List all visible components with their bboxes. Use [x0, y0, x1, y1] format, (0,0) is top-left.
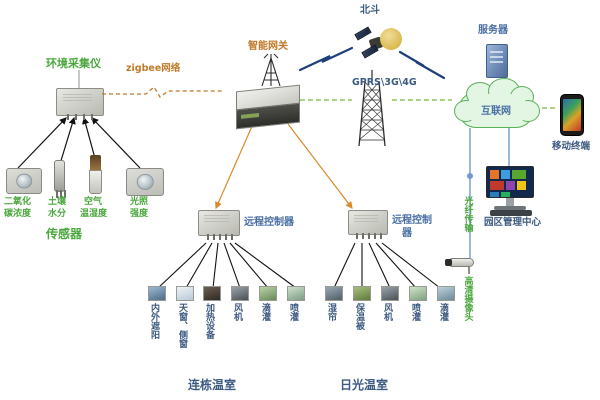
device-label-skylight-side-window: 天窗、侧窗: [177, 303, 187, 348]
zigbee-link: [102, 85, 224, 98]
remote-controller-right-icon: [348, 210, 388, 239]
device-thumb-insulation-blanket: [353, 286, 371, 301]
device-label-insulation-blanket: 保温被: [354, 303, 364, 330]
server-icon: [486, 44, 508, 78]
server-label: 服务器: [478, 25, 508, 36]
device-label-wet-curtain: 湿帘: [326, 303, 336, 321]
park-management-center-label: 园区管理中心: [484, 217, 542, 228]
device-label-sprinkler-irrigation-right: 喷灌: [410, 303, 420, 321]
light-intensity-sensor-icon: [126, 168, 164, 196]
device-thumb-skylight-side-window: [176, 286, 194, 301]
device-label-drip-irrigation-right: 滴灌: [438, 303, 448, 321]
gprs-3g-4g-label: GPRS\3G\4G: [352, 77, 417, 88]
remote-controller-right-label-line1: 远程控制: [392, 215, 432, 226]
light-intensity-sensor-label-line2: 强度: [130, 209, 149, 219]
mobile-phone-icon: [560, 94, 584, 136]
camera-mount: [468, 267, 470, 274]
co2-sensor-label-line1: 二氧化: [4, 197, 32, 207]
hd-camera-icon: [450, 258, 474, 267]
section-caption-left: 连栋温室: [188, 378, 237, 392]
device-thumb-drip-irrigation-right: [437, 286, 455, 301]
management-monitor-icon: [486, 166, 534, 198]
air-temp-humidity-sensor-label-line2: 温湿度: [80, 209, 108, 219]
sensor-links: [17, 116, 141, 169]
device-thumb-sprinkler-irrigation-right: [409, 286, 427, 301]
remote-controller-right-label-line2: 器: [402, 228, 412, 239]
device-thumb-wet-curtain: [325, 286, 343, 301]
device-thumb-fan: [231, 286, 249, 301]
device-thumb-fan-right: [381, 286, 399, 301]
beidou-label: 北斗: [360, 5, 380, 16]
device-label-sprinkler-irrigation-left: 喷灌: [288, 303, 298, 321]
gateway-antenna-icon: [261, 53, 281, 87]
air-temp-humidity-sensor-label-line1: 空气: [84, 197, 103, 207]
device-label-fan-left: 风机: [232, 303, 242, 321]
soil-moisture-sensor-label-line2: 水分: [48, 209, 67, 219]
device-thumb-sprinkler-irrigation: [287, 286, 305, 301]
co2-sensor-icon: [6, 168, 42, 194]
wireless-link-satellite-internet: [398, 50, 446, 80]
smart-gateway-icon: [236, 84, 300, 130]
device-thumb-drip-irrigation: [259, 286, 277, 301]
satellite-panel-left: [354, 26, 372, 41]
device-thumb-inner-outer-shading: [148, 286, 166, 301]
internet-label: 互联网: [481, 106, 511, 117]
section-caption-right: 日光温室: [340, 378, 389, 392]
gateway-to-controller-links: [215, 123, 353, 210]
device-label-inner-outer-shading: 内外遮阳: [149, 303, 159, 339]
air-temp-humidity-sensor-icon: [89, 170, 102, 194]
controller-right-device-links: [333, 242, 441, 289]
satellite-panel-right: [361, 44, 379, 59]
mobile-terminal-label: 移动终端: [552, 141, 591, 152]
beidou-satellite-icon: [380, 28, 402, 50]
light-intensity-sensor-label-line1: 光照: [130, 197, 149, 207]
remote-controller-left-icon: [198, 210, 240, 240]
soil-moisture-sensor-label-line1: 土壤: [48, 197, 67, 207]
controller-left-device-links: [157, 242, 297, 289]
monitor-stand: [506, 198, 514, 206]
env-collector-label: 环境采集仪: [46, 57, 101, 70]
soil-moisture-sensor-icon: [54, 160, 66, 198]
hd-camera-label: 高清摄像头: [462, 276, 473, 321]
device-thumb-heating-equipment: [203, 286, 221, 301]
env-collector-icon: [56, 88, 104, 120]
monitor-base: [494, 206, 526, 210]
air-temp-humidity-sensor-tip: [90, 155, 101, 170]
fiber-node: [467, 173, 473, 179]
wireless-link-gateway-satellite: [298, 46, 354, 72]
camera-lens: [445, 259, 452, 266]
smart-gateway-label: 智能网关: [248, 41, 288, 52]
co2-sensor-label-line2: 碳浓度: [4, 209, 32, 219]
device-label-drip-irrigation-left: 滴灌: [260, 303, 270, 321]
sensors-group-label: 传感器: [46, 227, 83, 241]
keyboard-icon: [490, 210, 532, 216]
device-label-heating-equipment: 加热设备: [204, 303, 214, 339]
fiber-transmission-label: 光纤传输: [462, 196, 473, 232]
cell-tower-icon: [358, 70, 386, 147]
zigbee-network-label: zigbee网络: [126, 63, 181, 74]
remote-controller-left-label: 远程控制器: [244, 217, 294, 228]
device-label-fan-right: 风机: [382, 303, 392, 321]
